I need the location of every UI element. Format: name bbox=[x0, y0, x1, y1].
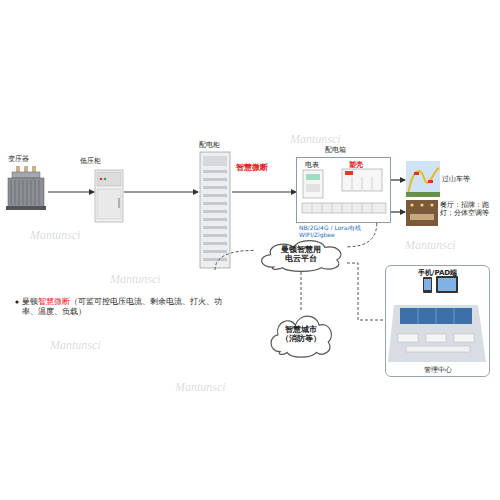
distribution-box: 配电箱电表塑壳 bbox=[296, 157, 391, 223]
note-text: 智慧微断 bbox=[38, 297, 70, 306]
arrow-connector bbox=[232, 191, 296, 192]
dashed-connector bbox=[301, 272, 302, 310]
center-box: 手机/PAD端管理中心 bbox=[385, 265, 490, 377]
load-node: 过山车等 bbox=[405, 160, 498, 198]
device-node: 电表 bbox=[301, 160, 335, 200]
transformer-illustration bbox=[6, 166, 46, 210]
node-text: 塑壳 bbox=[349, 161, 363, 169]
control-room-illustration bbox=[388, 276, 486, 362]
device-node: 变压器 bbox=[3, 155, 48, 213]
device-node: 配电柜 bbox=[198, 140, 232, 270]
watermark: Mantunsci bbox=[175, 380, 226, 394]
watermark: Mantunsci bbox=[110, 272, 161, 286]
arrow-connector bbox=[124, 191, 198, 192]
device-node: 塑壳 bbox=[341, 160, 387, 200]
node-text: 电表 bbox=[305, 161, 319, 169]
photo-illustration bbox=[406, 200, 438, 226]
dashed-connector bbox=[215, 250, 255, 270]
cloud-node: 智慧城市（消防等） bbox=[266, 310, 336, 358]
cabinet-illustration bbox=[200, 152, 230, 268]
load-node: 餐厅：招牌：跑灯；分体空调等 bbox=[405, 199, 498, 229]
cabinet-illustration bbox=[95, 170, 123, 222]
node-text: 管理中心 bbox=[386, 366, 489, 374]
meter-illustration bbox=[303, 170, 323, 198]
watermark: Mantunsci bbox=[405, 238, 456, 252]
node-text: 配电柜 bbox=[199, 141, 220, 149]
node-text: 曼顿智慧用电云平台 bbox=[280, 245, 322, 263]
node-text: 手机/PAD端 bbox=[386, 269, 489, 277]
watermark: Mantunsci bbox=[50, 338, 101, 352]
edge-label: NB/2G/4G / Lora/有线WIFI/Zigbee bbox=[299, 224, 371, 238]
breaker-illustration bbox=[302, 169, 386, 213]
node-text: 配电箱 bbox=[325, 146, 346, 154]
arrow-connector bbox=[391, 179, 405, 180]
device-node: 低压柜 bbox=[94, 157, 124, 223]
photo-illustration bbox=[406, 161, 440, 197]
watermark: Mantunsci bbox=[30, 228, 81, 242]
watermark: Mantunsci bbox=[290, 132, 341, 146]
bullet-note: 曼顿智慧微断（可监可控电压电流、剩余电流、打火、功率、温度、负载） bbox=[22, 297, 237, 317]
arrow-connector bbox=[391, 211, 405, 212]
node-text: 智慧城市（消防等） bbox=[281, 325, 322, 343]
note-text: 曼顿 bbox=[22, 297, 38, 306]
arrow-connector bbox=[48, 191, 94, 192]
node-text: 过山车等 bbox=[442, 175, 470, 183]
callout-text: 智慧微断 bbox=[236, 163, 268, 172]
cloud-node: 曼顿智慧用电云平台 bbox=[255, 236, 347, 272]
node-text: 变压器 bbox=[8, 155, 29, 163]
bullet-dot bbox=[15, 300, 18, 303]
node-text: 餐厅：招牌：跑灯；分体空调等 bbox=[440, 201, 492, 217]
dashed-connector bbox=[347, 263, 385, 320]
node-text: 低压柜 bbox=[80, 157, 101, 165]
